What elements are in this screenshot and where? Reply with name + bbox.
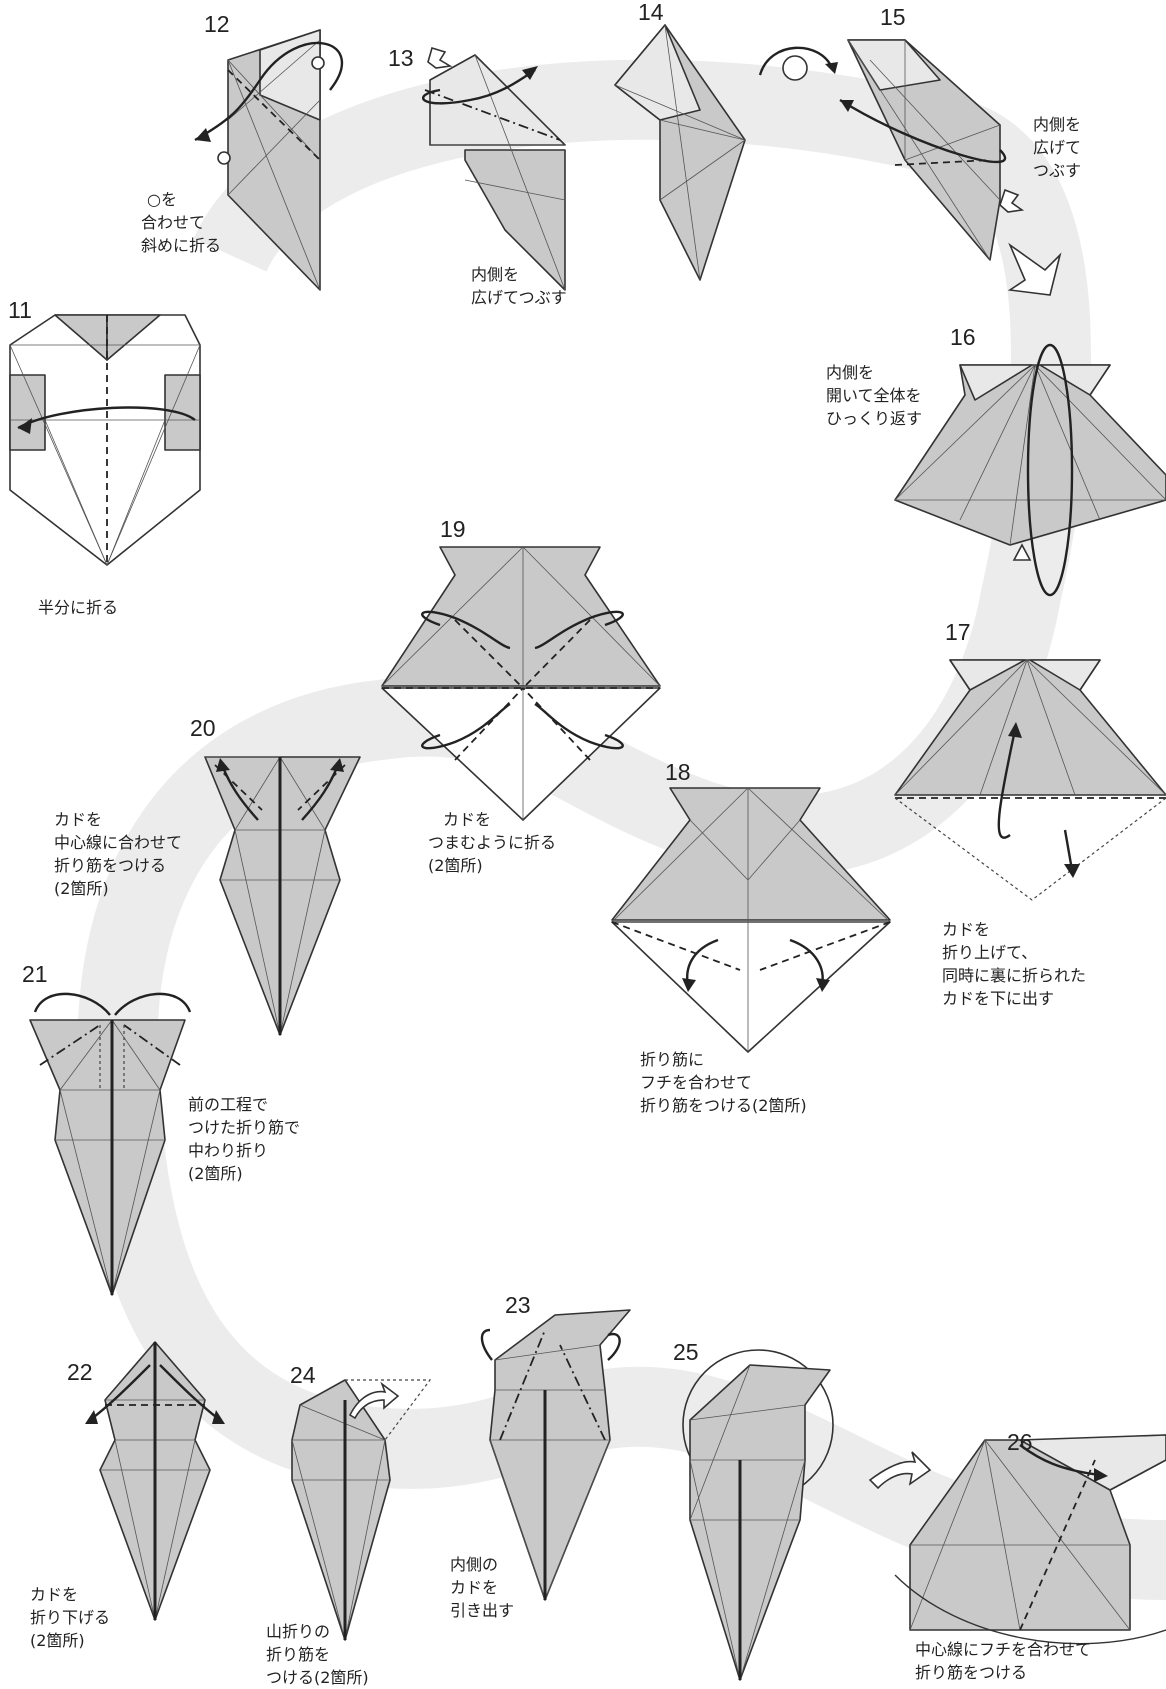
svg-text:引き出す: 引き出す [450,1601,514,1620]
svg-text:中心線に合わせて: 中心線に合わせて [54,833,182,852]
svg-text:折り筋をつける: 折り筋をつける [54,856,166,875]
svg-text:カドを: カドを [54,810,102,829]
svg-text:つまむように折る: つまむように折る [428,833,556,852]
svg-text:内側を: 内側を [471,265,519,284]
svg-text:内側の: 内側の [450,1555,498,1574]
step-17-caption: カドを 折り上げて、 同時に裏に折られた カドを下に出す [942,920,1086,1008]
step-23-number: 24 [290,1362,316,1388]
svg-text:前の工程で: 前の工程で [188,1095,268,1114]
step-12-number: 12 [204,11,230,37]
svg-text:(2箇所): (2箇所) [188,1164,243,1183]
step-26-figure [895,1435,1166,1644]
svg-text:ひっくり返す: ひっくり返す [826,409,922,428]
svg-text:つける(2箇所): つける(2箇所) [266,1668,369,1687]
svg-text:フチを合わせて: フチを合わせて [640,1073,752,1092]
svg-text:広げて: 広げて [1033,138,1081,157]
step-11-caption: 半分に折る [38,598,118,617]
step-21-caption: 前の工程で つけた折り筋で 中わり折り (2箇所) [188,1095,300,1183]
svg-text:斜めに折る: 斜めに折る [141,236,221,255]
svg-text:山折りの: 山折りの [266,1622,330,1641]
step-22-caption: カドを 折り下げる (2箇所) [30,1585,110,1650]
svg-text:(2箇所): (2箇所) [428,856,483,875]
step-23-caption: 山折りの 折り筋を つける(2箇所) [266,1622,369,1687]
step-22-number: 22 [67,1359,93,1385]
svg-text:広げてつぶす: 広げてつぶす [471,288,567,307]
svg-text:中わり折り: 中わり折り [188,1141,268,1160]
step-16-number: 16 [950,324,976,350]
step-18-number: 18 [665,759,691,785]
svg-text:○を: ○を [147,190,177,209]
step-21-number: 21 [22,961,48,987]
svg-text:カドを: カドを [30,1585,78,1604]
svg-text:半分に折る: 半分に折る [38,598,118,617]
svg-text:開いて全体を: 開いて全体を [826,386,922,405]
svg-text:つぶす: つぶす [1033,161,1081,180]
step-15-number: 15 [880,4,906,30]
step-17-figure [895,660,1166,900]
svg-text:同時に裏に折られた: 同時に裏に折られた [942,966,1086,985]
svg-text:カドを: カドを [450,1578,498,1597]
svg-text:カドを: カドを [443,810,491,829]
svg-text:(2箇所): (2箇所) [30,1631,85,1650]
step-19-number: 19 [440,516,466,542]
svg-text:つけた折り筋で: つけた折り筋で [188,1118,300,1137]
svg-text:折り筋に: 折り筋に [640,1050,704,1069]
svg-text:カドを: カドを [942,920,990,939]
step-11-figure [10,315,200,565]
step-24-number: 23 [505,1292,531,1318]
step-16-caption: 内側を 開いて全体を ひっくり返す [826,363,922,428]
step-15-caption: 内側を 広げて つぶす [1033,115,1081,180]
step-26-number: 26 [1007,1429,1033,1455]
svg-text:折り上げて、: 折り上げて、 [942,943,1037,962]
step-26-caption: 中心線にフチを合わせて 折り筋をつける [915,1640,1091,1682]
step-14-number: 14 [638,0,664,25]
svg-text:内側を: 内側を [826,363,874,382]
step-17-number: 17 [945,619,971,645]
step-20-number: 20 [190,715,216,741]
svg-text:折り筋を: 折り筋を [266,1645,330,1664]
svg-text:(2箇所): (2箇所) [54,879,109,898]
svg-text:中心線にフチを合わせて: 中心線にフチを合わせて [915,1640,1091,1659]
svg-text:内側を: 内側を [1033,115,1081,134]
step-24-figure [482,1310,630,1600]
svg-text:折り筋をつける: 折り筋をつける [915,1663,1027,1682]
step-13-number: 13 [388,45,414,71]
step-20-figure [205,757,360,1035]
svg-text:合わせて: 合わせて [141,213,205,232]
step-24-caption: 内側の カドを 引き出す [450,1555,514,1620]
step-25-number: 25 [673,1339,699,1365]
svg-text:カドを下に出す: カドを下に出す [942,989,1054,1008]
svg-text:折り下げる: 折り下げる [30,1608,110,1627]
step-18-caption: 折り筋に フチを合わせて 折り筋をつける(2箇所) [640,1050,807,1115]
svg-text:折り筋をつける(2箇所): 折り筋をつける(2箇所) [640,1096,807,1115]
step-11-number: 11 [8,297,32,323]
step-19-caption: カドを つまむように折る (2箇所) [428,810,556,875]
